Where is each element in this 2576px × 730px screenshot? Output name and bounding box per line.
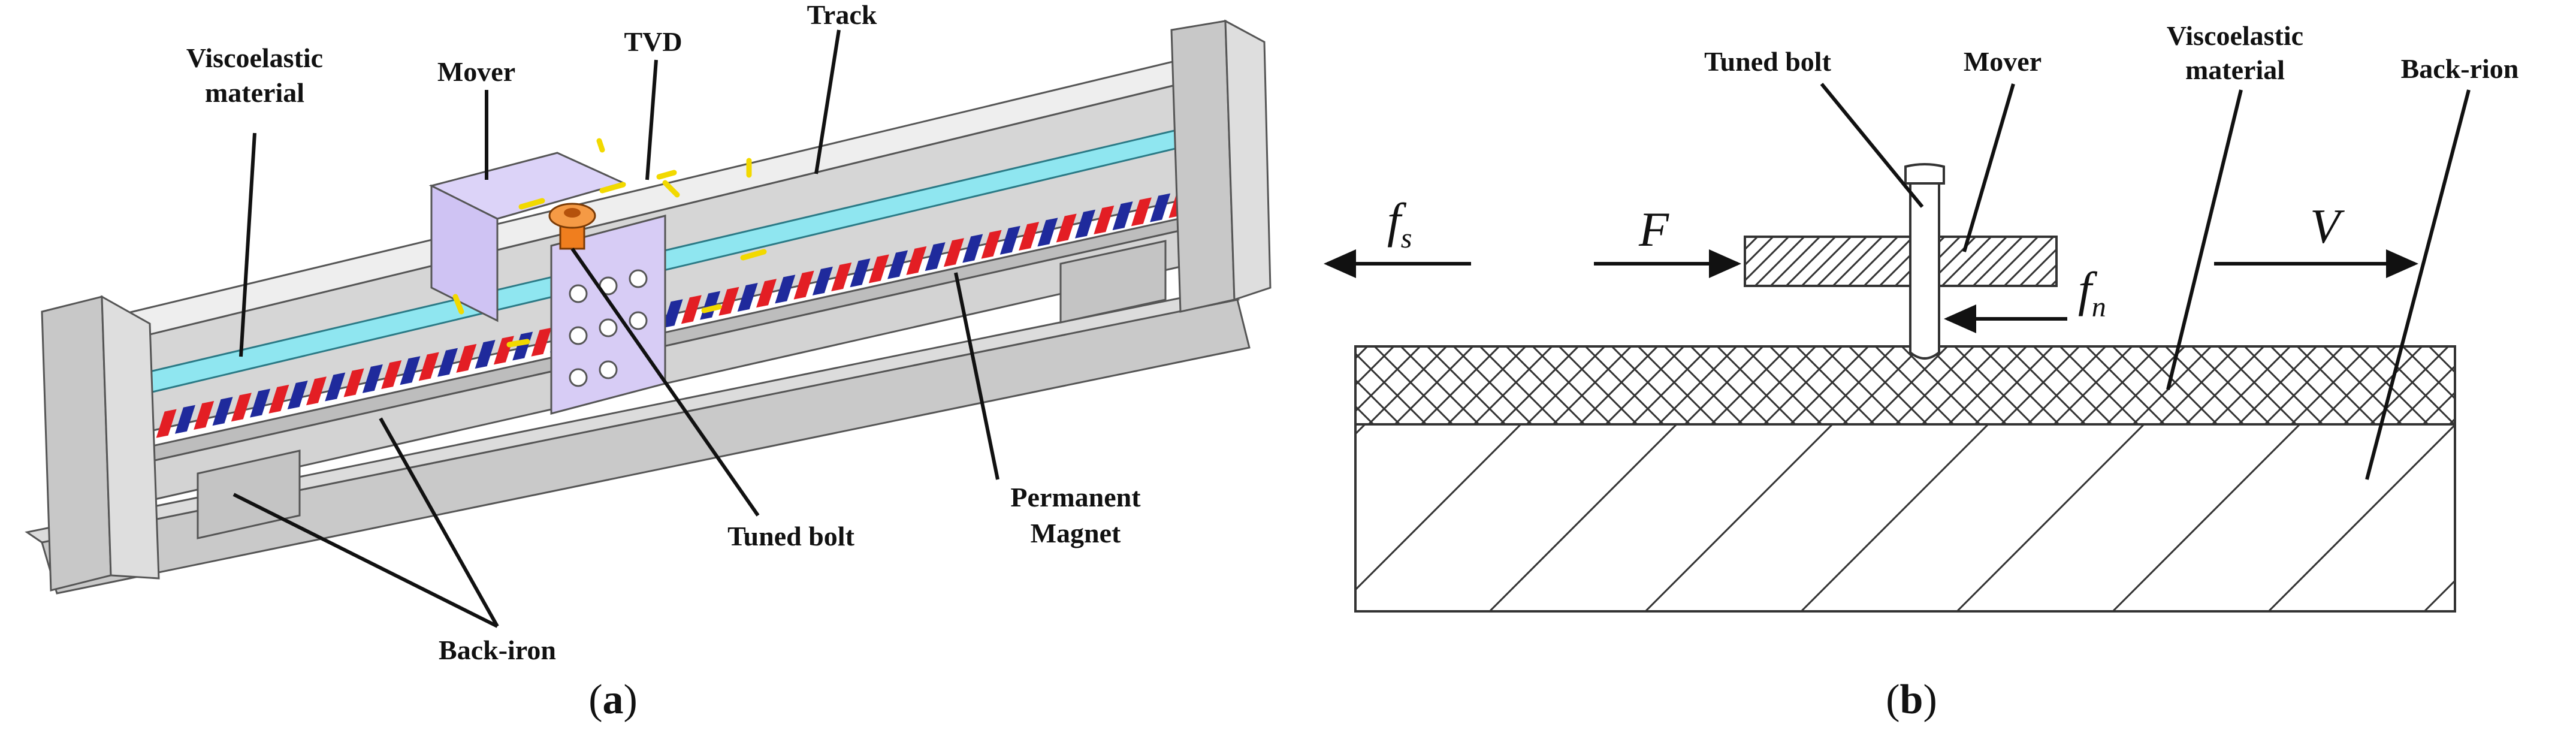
magnet-stripe [662,299,683,328]
magnet-stripe [962,234,983,263]
caption-b: (b) [1886,677,1937,723]
magnet-stripe [793,270,814,300]
magnet-stripe [287,381,308,410]
back-iron-block [1354,423,2456,613]
label-viscoelastic-material-a-line1: Viscoelastic [186,43,323,73]
mover-holes [569,269,648,387]
panel-b: fs F fn V Tuned bolt Mover Viscoelastic … [1324,20,2519,723]
magnet-stripe [775,274,796,304]
label-tuned-bolt-b: Tuned bolt [1704,46,1831,77]
magnet-stripe [943,238,964,267]
magnet-stripe [1075,209,1096,239]
viscoelastic-layer [1354,345,2456,426]
magnet-stripe [831,263,852,292]
magnet-stripe [718,286,739,316]
panel-a-leaders [232,29,999,628]
symbol-fs: fs [1387,193,1412,254]
magnet-stripe [681,295,702,324]
magnet-stripe [475,340,496,369]
magnet-stripe [812,266,833,295]
label-viscoelastic-material-b-line2: material [2185,55,2285,85]
end-block-right [1170,20,1236,313]
mover-front [430,184,499,322]
magnet-stripe [1150,193,1171,222]
panel-b-leaders [1820,83,2471,480]
magnet-stripe [250,388,271,418]
magnet-stripe [174,405,195,434]
magnet-stripe [868,254,889,283]
magnet-stripe [1056,213,1077,243]
symbol-V: V [2310,199,2345,254]
magnet-stripe [437,348,458,377]
magnet-stripe [306,376,327,406]
magnet-stripe [1037,218,1058,247]
caption-a: (a) [588,677,638,723]
magnet-stripe [887,250,908,279]
label-tvd: TVD [624,26,682,57]
tuned-bolt-b [1904,163,1945,360]
magnet-stripe [999,225,1020,255]
magnet-stripe [268,384,289,414]
end-block-left-face [101,295,160,580]
magnet-stripe [756,279,777,308]
label-permanent-magnet-line2: Magnet [1031,518,1121,548]
label-back-iron: Back-iron [439,635,556,665]
end-block-left [41,295,112,592]
panel-a: Viscoelastic material Mover TVD Track Tu… [25,0,1272,723]
magnet-stripe [737,283,758,312]
magnet-stripe [531,327,552,357]
support-right [1059,240,1167,324]
magnet-stripe [456,343,477,373]
magnet-stripe [194,401,215,430]
magnet-stripe [362,364,383,393]
magnet-stripe [1019,222,1040,251]
magnet-stripe [325,372,346,402]
magnet-stripe [418,352,439,381]
magnet-stripe [906,246,927,275]
end-block-right-face [1224,19,1272,301]
symbol-fn: fn [2078,262,2106,323]
magnet-stripe [381,360,402,390]
label-mover-a: Mover [437,56,515,87]
magnet-stripe [512,331,533,361]
magnet-stripe [1094,205,1115,234]
tvd-dashes [452,138,767,348]
symbol-F: F [1638,202,1669,257]
magnet-stripe [343,368,364,397]
magnet-stripe [231,393,252,422]
magnet-stripe [925,242,946,272]
magnet-stripe [212,397,233,426]
magnet-stripe [850,258,871,288]
magnet-stripe [981,230,1002,259]
label-back-rion: Back-rion [2401,53,2519,84]
label-viscoelastic-material-a-line2: material [205,77,304,108]
mover-block [1744,236,2058,287]
label-tuned-bolt-a: Tuned bolt [727,521,854,551]
magnet-stripe [156,409,177,438]
label-viscoelastic-material-b-line1: Viscoelastic [2167,20,2303,51]
magnet-stripe [1131,197,1152,227]
magnet-stripe [400,356,421,385]
label-permanent-magnet-line1: Permanent [1010,482,1141,512]
label-mover-b: Mover [1964,46,2042,77]
magnet-stripe [1112,201,1133,231]
label-track: Track [807,0,877,30]
